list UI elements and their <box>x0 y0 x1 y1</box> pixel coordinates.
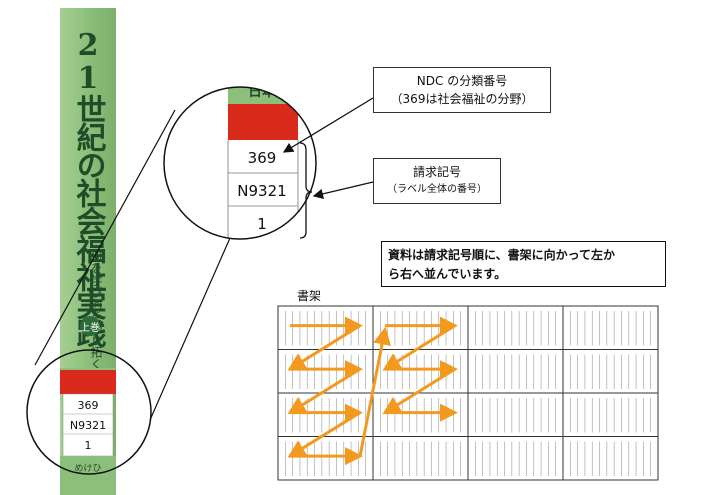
spine-label-ndc: 369 <box>78 399 99 412</box>
spine-subtitle: 何を学び何を切り拓くか <box>89 250 103 382</box>
shelving-note: 資料は請求記号順に、書架に向かって左か ら右へ並んでいます。 <box>381 241 666 287</box>
call-callout-sub: （ラベル全体の番号） <box>374 181 500 199</box>
zoom-line-bottom <box>150 238 230 420</box>
shelf-label: 書架 <box>297 289 321 303</box>
magnified-label: 日本 めけひ 369 N9321 1 <box>160 80 320 260</box>
volume-text: 上巻 <box>80 322 100 334</box>
ndc-callout: NDC の分類番号 （369は社会福祉の分野） <box>373 67 551 113</box>
zoom-bottom-band: めけひ <box>247 241 277 253</box>
zoom-label-volume: 1 <box>257 215 267 233</box>
spine-label-volume: 1 <box>85 439 92 452</box>
call-callout-title: 請求記号 <box>374 163 500 181</box>
ndc-callout-title: NDC の分類番号 <box>374 72 550 90</box>
book-spine: 21世紀の社会福祉実践 何を学び何を切り拓くか 上巻 日本 369 N9321 … <box>60 8 116 495</box>
zoom-top-band: 日本 <box>248 83 277 100</box>
note-line-1: 資料は請求記号順に、書架に向かって左か <box>388 246 659 265</box>
call-arrow <box>314 182 373 196</box>
zoom-label-author: N9321 <box>237 182 286 200</box>
spine-bottom-band: めけひ <box>74 463 101 474</box>
ndc-callout-sub: （369は社会福祉の分野） <box>374 90 550 108</box>
note-line-2: ら右へ並んでいます。 <box>388 265 659 284</box>
zoom-label-ndc: 369 <box>248 149 277 167</box>
spine-label-author: N9321 <box>70 419 106 432</box>
call-number-callout: 請求記号 （ラベル全体の番号） <box>373 158 501 204</box>
